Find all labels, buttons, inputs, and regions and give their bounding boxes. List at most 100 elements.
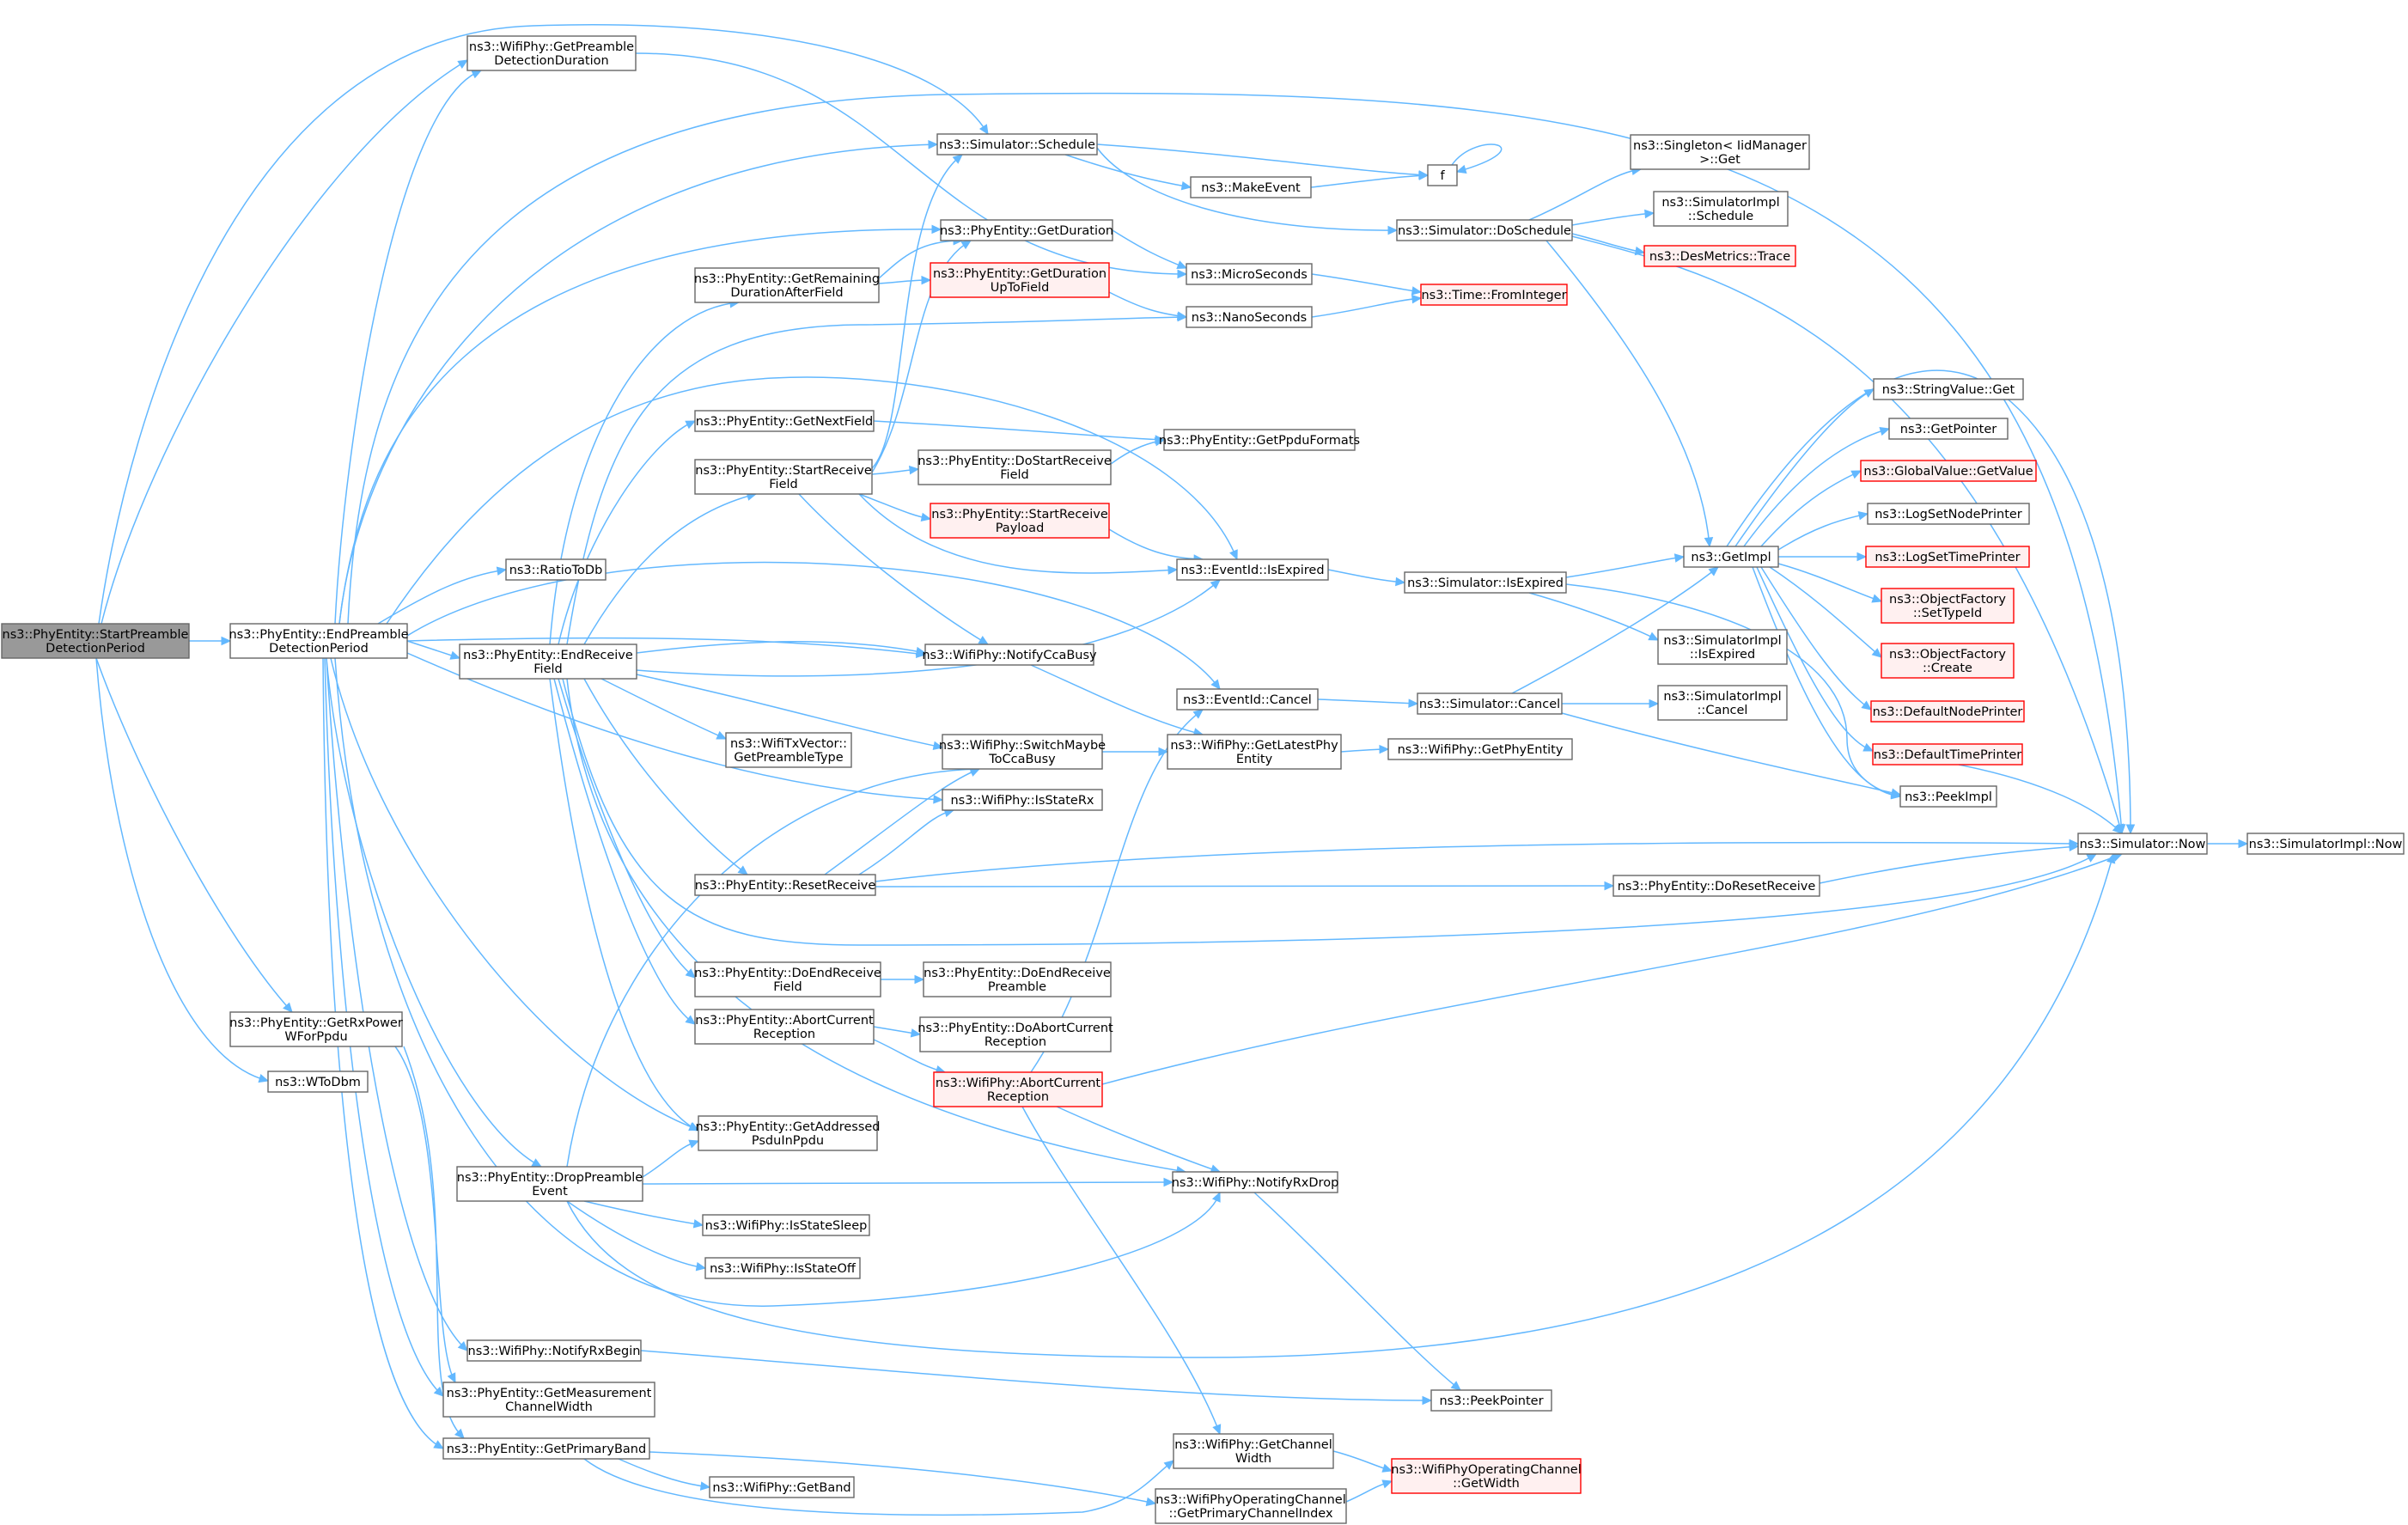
node-resetrx[interactable]: ns3::PhyEntity::DoResetReceive	[1612, 875, 1820, 897]
node-box	[1404, 571, 1567, 594]
node-peekptr[interactable]: ns3::PeekPointer	[1430, 1389, 1552, 1412]
node-logsettime[interactable]: ns3::LogSetTimePrinter	[1865, 546, 2030, 568]
node-doschedule[interactable]: ns3::Simulator::DoSchedule	[1396, 219, 1573, 241]
node-simnow[interactable]: ns3::Simulator::Now	[2077, 833, 2208, 855]
node-deftime[interactable]: ns3::DefaultTimePrinter	[1872, 743, 2023, 766]
node-nanosec[interactable]: ns3::NanoSeconds	[1186, 306, 1313, 328]
node-singleton[interactable]: ns3::Singleton< IidManager>::Get	[1630, 134, 1810, 170]
node-simisexp[interactable]: ns3::Simulator::IsExpired	[1404, 571, 1567, 594]
node-ofsettype[interactable]: ns3::ObjectFactory::SetTypeId	[1881, 588, 2015, 624]
node-label: DetectionDuration	[494, 54, 608, 68]
edge-epdp-to-nrb	[326, 657, 468, 1351]
node-label: ns3::SimulatorImpl	[1661, 196, 1779, 210]
node-gpb[interactable]: ns3::PhyEntity::GetPrimaryBand	[442, 1437, 650, 1460]
edge-getimpl-to-logsetnode	[1777, 511, 1869, 551]
node-gppduf[interactable]: ns3::PhyEntity::GetPpduFormats	[1159, 429, 1360, 451]
node-simimplcancel[interactable]: ns3::SimulatorImpl::Cancel	[1657, 685, 1788, 721]
edge-dpe-to-simnow	[566, 852, 2116, 1358]
edge-simnow-to-simimplnow	[2207, 839, 2249, 849]
node-logsetnode[interactable]: ns3::LogSetNodePrinter	[1867, 503, 2030, 525]
edge-doschedule-to-singleton	[1528, 166, 1643, 221]
node-rr[interactable]: ns3::PhyEntity::ResetReceive	[694, 874, 876, 896]
node-defnode[interactable]: ns3::DefaultNodePrinter	[1870, 700, 2025, 723]
node-getphyent[interactable]: ns3::WifiPhy::GetPhyEntity	[1387, 738, 1573, 760]
node-strget[interactable]: ns3::StringValue::Get	[1873, 378, 2024, 400]
node-desmetrics[interactable]: ns3::DesMetrics::Trace	[1643, 245, 1796, 267]
node-txvgpt[interactable]: ns3::WifiTxVector::GetPreambleType	[725, 732, 852, 768]
node-getwidth[interactable]: ns3::WifiPhyOperatingChannel::GetWidth	[1391, 1458, 1582, 1494]
node-label: ns3::PhyEntity::AbortCurrent	[695, 1014, 874, 1028]
node-getdur[interactable]: ns3::PhyEntity::GetDuration	[940, 219, 1113, 241]
edge-resetrx-to-simnow	[1819, 842, 2080, 884]
node-nrd[interactable]: ns3::WifiPhy::NotifyRxDrop	[1172, 1171, 1339, 1193]
node-wtodbm[interactable]: ns3::WToDbm	[267, 1071, 369, 1093]
node-isrx[interactable]: ns3::WifiPhy::IsStateRx	[942, 789, 1103, 811]
node-root[interactable]: ns3::PhyEntity::StartPreambleDetectionPe…	[1, 623, 190, 659]
edge-doschedule-to-getimpl	[1545, 240, 1714, 548]
node-nrb[interactable]: ns3::WifiPhy::NotifyRxBegin	[466, 1339, 642, 1362]
node-gpci[interactable]: ns3::WifiPhyOperatingChannel::GetPrimary…	[1155, 1488, 1347, 1524]
node-gvgetvalue[interactable]: ns3::GlobalValue::GetValue	[1860, 460, 2037, 482]
edge-gpb-to-getband	[618, 1458, 711, 1491]
node-microsec[interactable]: ns3::MicroSeconds	[1186, 263, 1313, 285]
node-f[interactable]: f	[1427, 164, 1458, 186]
node-getimpl[interactable]: ns3::GetImpl	[1683, 546, 1779, 568]
node-cancel[interactable]: ns3::EventId::Cancel	[1176, 688, 1319, 711]
node-getband[interactable]: ns3::WifiPhy::GetBand	[709, 1476, 855, 1498]
node-isexpired[interactable]: ns3::EventId::IsExpired	[1176, 558, 1329, 581]
edge-root-to-wtodbm	[95, 657, 270, 1083]
node-label: Field	[769, 478, 797, 491]
node-label: ns3::DesMetrics::Trace	[1649, 250, 1790, 264]
node-label: PsduInPpdu	[752, 1134, 824, 1148]
edge-gnf-to-gppduf	[873, 420, 1166, 444]
node-makeevent[interactable]: ns3::MakeEvent	[1190, 176, 1312, 198]
edge-nrb-to-peekptr	[640, 1350, 1433, 1406]
node-peekimpl[interactable]: ns3::PeekImpl	[1899, 785, 1997, 808]
node-simcancel[interactable]: ns3::Simulator::Cancel	[1417, 692, 1563, 715]
node-ratiotodb[interactable]: ns3::RatioToDb	[505, 558, 607, 581]
node-wgpdd[interactable]: ns3::WifiPhy::GetPreambleDetectionDurati…	[466, 35, 637, 71]
node-fromint[interactable]: ns3::Time::FromInteger	[1420, 284, 1568, 306]
node-grdaf[interactable]: ns3::PhyEntity::GetRemainingDurationAfte…	[694, 267, 880, 303]
node-label: ns3::WifiPhyOperatingChannel	[1391, 1463, 1581, 1477]
node-gnf[interactable]: ns3::PhyEntity::GetNextField	[694, 410, 875, 432]
node-label: DurationAfterField	[730, 286, 843, 300]
node-getpointer[interactable]: ns3::GetPointer	[1888, 418, 2009, 440]
node-schedule[interactable]: ns3::Simulator::Schedule	[936, 133, 1098, 156]
edge-epdp-to-erf	[406, 640, 461, 660]
edge-simcancel-to-simimplcancel	[1562, 698, 1660, 709]
node-ncb[interactable]: ns3::WifiPhy::NotifyCcaBusy	[922, 644, 1097, 666]
node-label: ns3::PhyEntity::DoStartReceive	[917, 454, 1112, 468]
node-iss[interactable]: ns3::WifiPhy::IsStateSleep	[702, 1214, 870, 1236]
node-simimplnow[interactable]: ns3::SimulatorImpl::Now	[2246, 833, 2405, 855]
node-box	[1873, 378, 2024, 400]
node-label: ns3::GetImpl	[1691, 551, 1771, 564]
node-epdp[interactable]: ns3::PhyEntity::EndPreambleDetectionPeri…	[229, 623, 409, 659]
node-gmcw[interactable]: ns3::PhyEntity::GetMeasurementChannelWid…	[442, 1382, 655, 1418]
node-simimplisexp[interactable]: ns3::SimulatorImpl::IsExpired	[1657, 629, 1788, 665]
edge-wgpdd-to-microsec	[635, 52, 1188, 279]
graph-nodes: ns3::PhyEntity::StartPreambleDetectionPe…	[1, 35, 2405, 1524]
node-ofcreate[interactable]: ns3::ObjectFactory::Create	[1881, 643, 2015, 679]
node-iso[interactable]: ns3::WifiPhy::IsStateOff	[704, 1257, 861, 1279]
node-label: ns3::MakeEvent	[1201, 181, 1301, 195]
node-simimplsched[interactable]: ns3::SimulatorImpl::Schedule	[1653, 191, 1789, 227]
node-label: ns3::PhyEntity::DoAbortCurrent	[917, 1022, 1113, 1035]
node-label: ns3::PhyEntity::GetNextField	[696, 415, 873, 429]
